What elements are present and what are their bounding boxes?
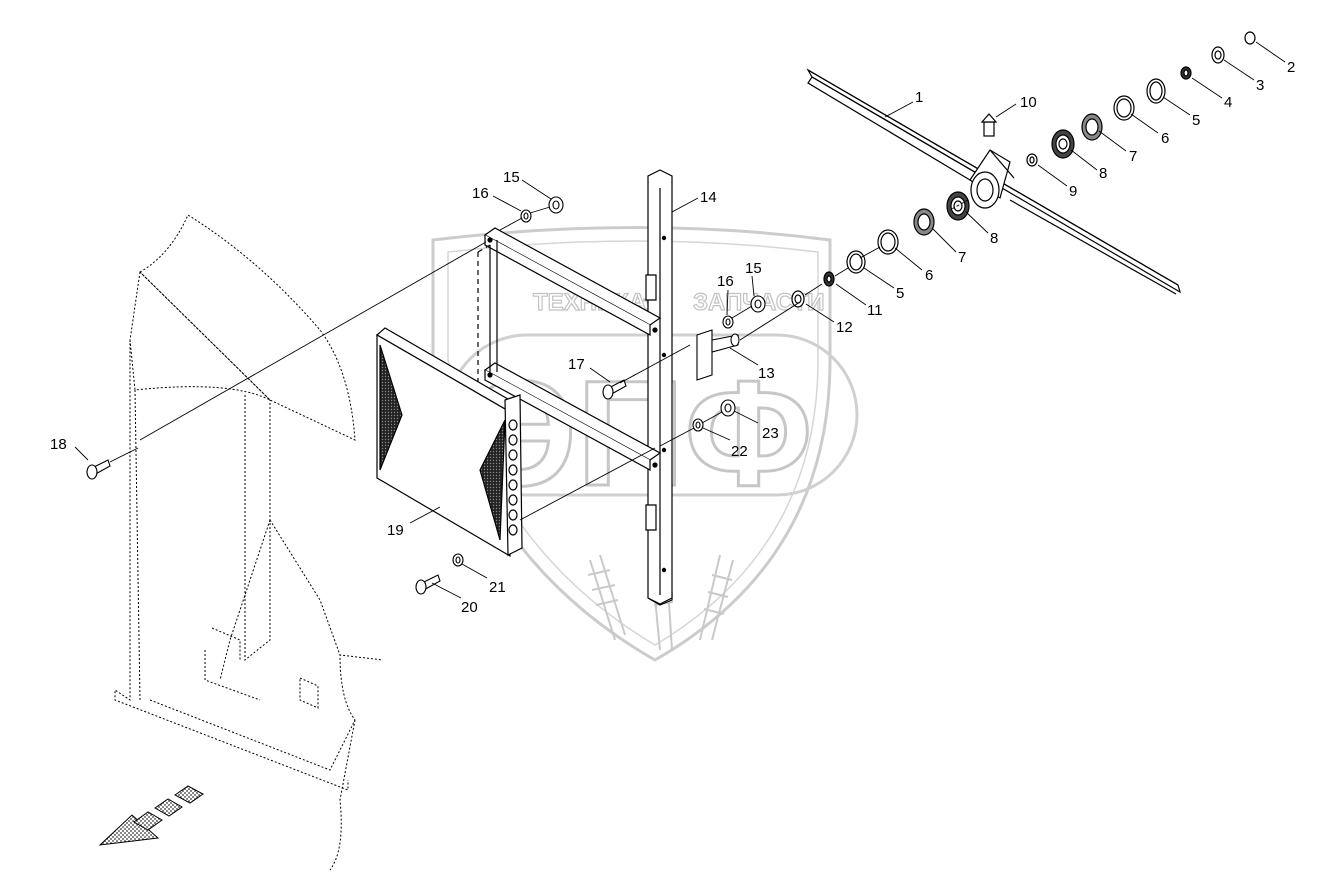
callout-22: 22	[731, 443, 748, 460]
callout-8-upper: 8	[1099, 165, 1107, 182]
vertical-bracket	[645, 169, 673, 606]
callout-13: 13	[758, 365, 775, 382]
callout-1: 1	[915, 89, 923, 106]
callout-5-upper: 5	[1192, 112, 1200, 129]
callout-21: 21	[489, 579, 506, 596]
callout-20: 20	[461, 599, 478, 616]
callout-19: 19	[387, 522, 404, 539]
callout-7-upper: 7	[1129, 148, 1137, 165]
oil-cooler	[375, 327, 523, 558]
callout-16-upper: 16	[472, 185, 489, 202]
callout-14: 14	[700, 189, 717, 206]
assembly-lines	[109, 199, 969, 521]
callout-2: 2	[1287, 59, 1295, 76]
callout-17: 17	[568, 356, 585, 373]
callout-23: 23	[762, 425, 779, 442]
callout-7-lower: 7	[958, 249, 966, 266]
support-frame	[477, 227, 662, 472]
callout-11: 11	[867, 302, 883, 319]
leader-lines	[74, 41, 1286, 599]
callout-labels: 1 2 3 4 5 6 7 8 9 10 8 7 6 5 11 12 13 14…	[50, 59, 1295, 616]
callout-9: 9	[1069, 183, 1077, 200]
callout-6-lower: 6	[925, 267, 933, 284]
wheat-icon	[587, 539, 734, 651]
callout-15-upper: 15	[503, 169, 520, 186]
watermark-monogram: ЭПФ	[470, 349, 813, 517]
track-rod	[806, 68, 1181, 295]
callout-15-lower: 15	[745, 260, 762, 277]
bearing-stack	[791, 31, 1256, 308]
housing-outline	[114, 214, 384, 871]
callout-8-lower: 8	[990, 230, 998, 247]
callout-16-lower: 16	[717, 273, 734, 290]
callout-12: 12	[836, 319, 853, 336]
callout-4: 4	[1224, 94, 1232, 111]
callout-10: 10	[1020, 94, 1037, 111]
callout-6-upper: 6	[1161, 130, 1169, 147]
callout-3: 3	[1256, 77, 1264, 94]
forward-direction-arrow-icon	[98, 785, 204, 846]
fasteners	[86, 196, 766, 595]
callout-5-lower: 5	[896, 285, 904, 302]
callout-18: 18	[50, 436, 67, 453]
